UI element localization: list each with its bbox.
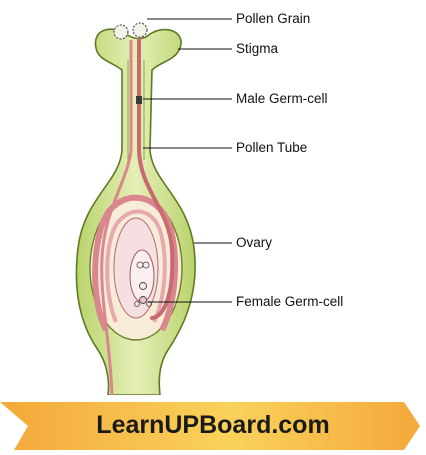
egg-cell	[139, 296, 147, 304]
second-pollen-tube	[100, 40, 133, 395]
outer-integument	[92, 194, 178, 332]
style-canal	[127, 60, 145, 160]
pollen-grain-left	[113, 24, 129, 40]
label-stigma: Stigma	[236, 41, 279, 56]
site-banner	[0, 402, 420, 450]
embryo-sac	[129, 249, 155, 303]
pollen-grain-right	[132, 22, 148, 38]
label-ovary: Ovary	[236, 235, 273, 250]
secondary-nucleus	[139, 282, 147, 290]
banner-text: LearnUPBoard.com	[96, 411, 330, 439]
pollen-tube	[137, 38, 175, 320]
label-male-germ-cell: Male Germ-cell	[236, 91, 328, 106]
label-female-germ-cell: Female Germ-cell	[236, 294, 344, 309]
male-germ-cell	[136, 96, 142, 104]
inner-integument	[105, 209, 167, 323]
label-pollen-grain: Pollen Grain	[236, 11, 311, 26]
label-pollen-tube: Pollen Tube	[236, 140, 308, 155]
pistil-diagram	[75, 18, 232, 395]
